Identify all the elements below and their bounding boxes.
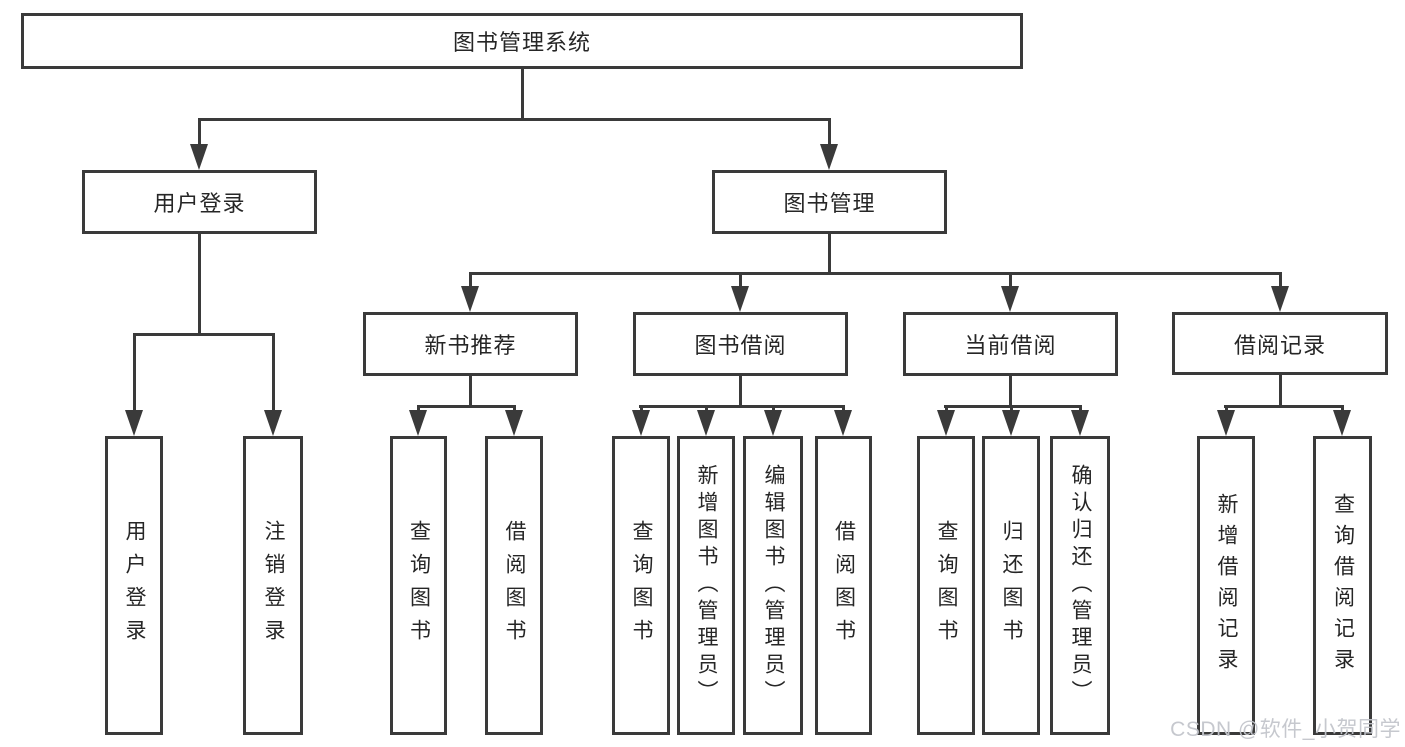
connector-arrow-down [1071,410,1089,436]
connector-vline [842,405,845,413]
connector-vline [513,405,516,413]
connector-vline [1009,376,1012,408]
leaf-logout-label: 注销登录 [262,519,285,652]
connector-vline [198,234,201,334]
leaf-query-books-borrowing: 查询图书 [612,436,670,735]
node-borrowing-records: 借阅记录 [1172,312,1388,375]
leaf-confirm-return-admin-label: 确认归还（管理员） [1069,464,1092,707]
leaf-query-books-borrowing-label: 查询图书 [630,519,653,652]
connector-vline [640,405,643,413]
connector-vline [469,376,472,408]
connector-hline [133,333,275,336]
connector-vline [1341,405,1344,413]
leaf-return-books: 归还图书 [982,436,1040,735]
connector-vline [469,272,472,288]
connector-arrow-down [264,410,282,436]
node-new-book-recommendation-label: 新书推荐 [424,333,517,358]
node-book-management: 图书管理 [712,170,947,234]
node-user-login: 用户登录 [82,170,317,234]
connector-vline [772,405,775,413]
leaf-user-login: 用户登录 [105,436,163,735]
connector-hline [1224,405,1344,408]
connector-vline [945,405,948,413]
node-root-label: 图书管理系统 [452,30,591,55]
leaf-query-borrow-record-label: 查询借阅记录 [1331,492,1355,679]
connector-vline [1279,375,1282,408]
connector-vline [1225,405,1228,413]
connector-vline [272,333,275,411]
connector-arrow-down [937,410,955,436]
leaf-edit-books-admin-label: 编辑图书（管理员） [762,464,785,707]
node-user-login-label: 用户登录 [153,191,246,216]
connector-arrow-down [731,286,749,312]
connector-hline [198,118,830,121]
connector-arrow-down [125,410,143,436]
leaf-edit-books-admin: 编辑图书（管理员） [743,436,803,735]
connector-vline [1279,272,1282,288]
connector-arrow-down [632,410,650,436]
connector-arrow-down [409,410,427,436]
csdn-watermark: CSDN @软件_小贺同学 [1170,718,1401,741]
connector-arrow-down [820,144,838,170]
connector-arrow-down [1002,410,1020,436]
connector-vline [417,405,420,413]
connector-hline [639,405,845,408]
leaf-borrow-books-borrowing: 借阅图书 [815,436,872,735]
connector-vline [828,118,831,146]
connector-arrow-down [461,286,479,312]
connector-arrow-down [1217,410,1235,436]
connector-arrow-down [834,410,852,436]
leaf-query-books-recommend: 查询图书 [390,436,447,735]
connector-hline [469,272,1281,275]
connector-hline [417,405,516,408]
node-borrowing-records-label: 借阅记录 [1233,332,1326,358]
connector-vline [521,69,524,119]
leaf-query-borrow-record: 查询借阅记录 [1313,436,1372,735]
leaf-borrow-books-recommend-label: 借阅图书 [503,519,526,652]
leaf-add-borrow-record: 新增借阅记录 [1197,436,1255,735]
node-new-book-recommendation: 新书推荐 [363,312,578,376]
connector-vline [828,234,831,274]
connector-arrow-down [1001,286,1019,312]
connector-vline [198,118,201,146]
node-book-management-label: 图书管理 [783,191,876,216]
leaf-borrow-books-borrowing-label: 借阅图书 [832,519,856,652]
connector-vline [1010,405,1013,413]
leaf-confirm-return-admin: 确认归还（管理员） [1050,436,1110,735]
leaf-user-login-label: 用户登录 [123,519,146,652]
leaf-query-books-current-label: 查询图书 [935,519,958,652]
connector-vline [739,272,742,288]
leaf-add-borrow-record-label: 新增借阅记录 [1215,492,1238,679]
connector-arrow-down [764,410,782,436]
node-book-borrowing-label: 图书借阅 [694,333,787,358]
connector-arrow-down [697,410,715,436]
node-current-borrowing: 当前借阅 [903,312,1118,376]
connector-vline [133,333,136,411]
node-book-borrowing: 图书借阅 [633,312,848,376]
leaf-logout: 注销登录 [243,436,303,735]
leaf-add-books-admin-label: 新增图书（管理员） [695,464,718,707]
leaf-return-books-label: 归还图书 [1000,519,1023,652]
connector-arrow-down [1333,410,1351,436]
connector-vline [1079,405,1082,413]
leaf-query-books-recommend-label: 查询图书 [407,519,431,652]
leaf-query-books-current: 查询图书 [917,436,975,735]
node-root-library-system: 图书管理系统 [21,13,1023,69]
leaf-add-books-admin: 新增图书（管理员） [677,436,735,735]
connector-arrow-down [505,410,523,436]
connector-arrow-down [1271,286,1289,312]
connector-vline [705,405,708,413]
leaf-borrow-books-recommend: 借阅图书 [485,436,543,735]
node-current-borrowing-label: 当前借阅 [964,333,1057,358]
connector-arrow-down [190,144,208,170]
connector-vline [1009,272,1012,288]
connector-vline [739,376,742,408]
connector-hline [944,405,1082,408]
